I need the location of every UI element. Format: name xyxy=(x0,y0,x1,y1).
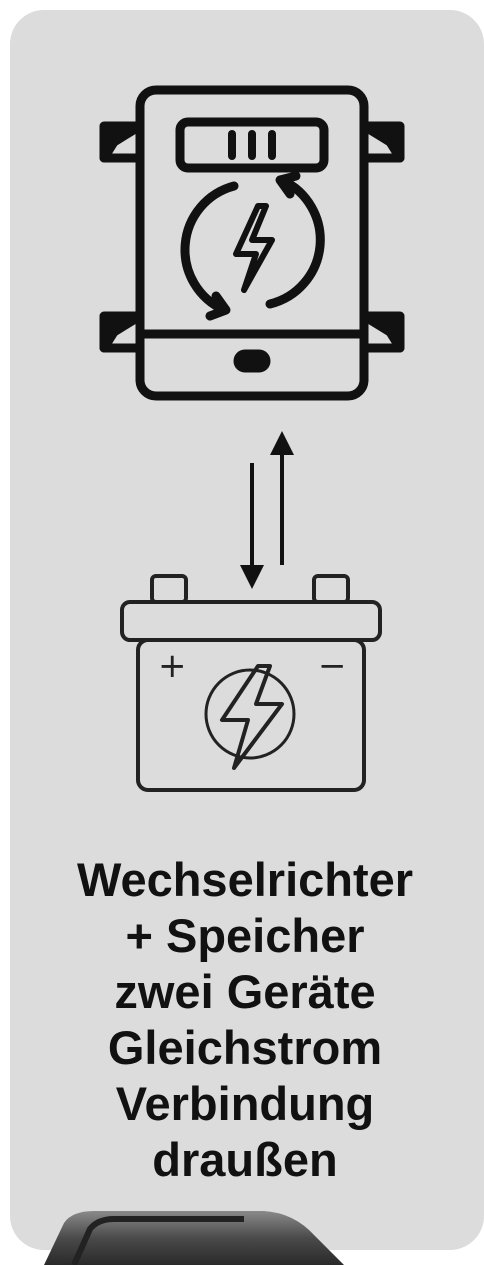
caption: Wechselrichter + Speicher zwei Geräte Gl… xyxy=(20,852,470,1188)
caption-line: Verbindung xyxy=(20,1076,470,1132)
caption-line: Gleichstrom xyxy=(20,1020,470,1076)
caption-line: zwei Geräte xyxy=(20,964,470,1020)
battery-minus-label: − xyxy=(318,646,347,686)
device-photo xyxy=(44,1205,344,1265)
caption-line: Wechselrichter xyxy=(20,852,470,908)
bidirectional-arrows-icon xyxy=(232,425,294,595)
caption-line: draußen xyxy=(20,1132,470,1188)
battery-plus-label: + xyxy=(158,646,187,686)
caption-line: + Speicher xyxy=(20,908,470,964)
inverter-icon xyxy=(96,84,408,404)
